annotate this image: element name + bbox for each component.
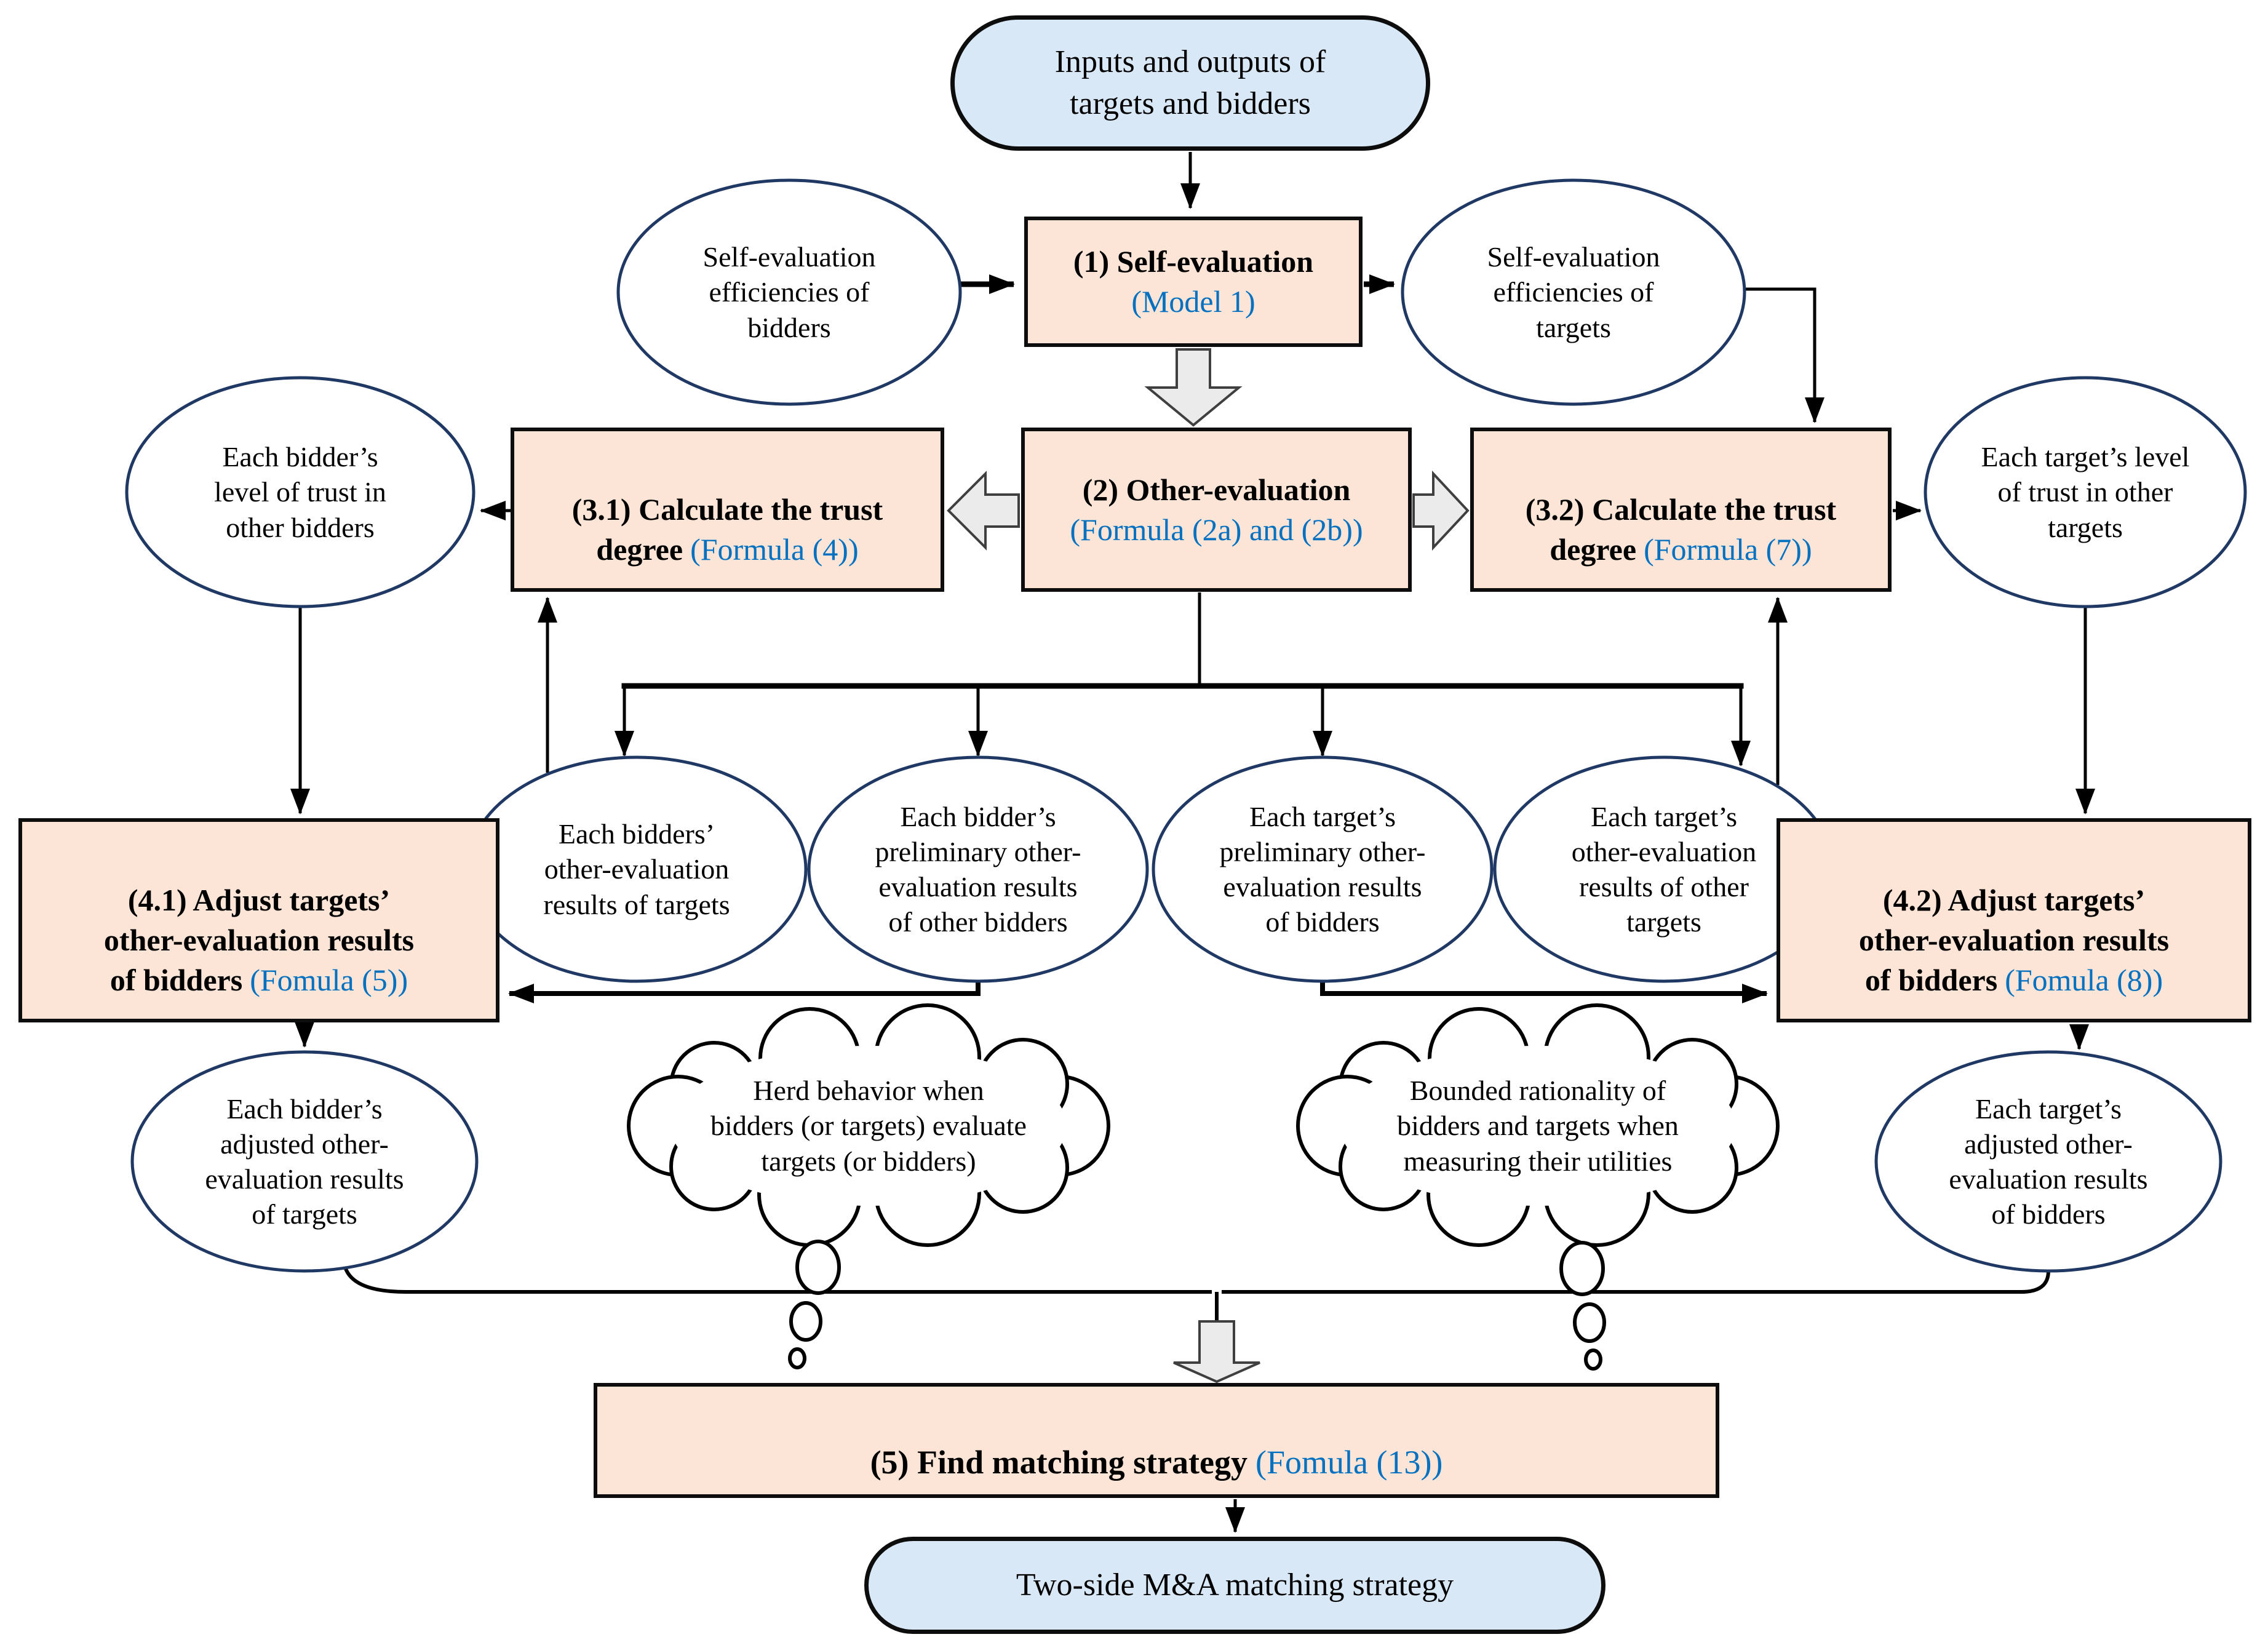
self-evaluation-box: (1) Self-evaluation(Model 1) xyxy=(1024,217,1363,347)
find-matching-strategy-box: (5) Find matching strategy(Fomula (13)) xyxy=(594,1383,1719,1498)
start-terminal-label: Inputs and outputs of targets and bidder… xyxy=(1054,44,1326,121)
bidder-preliminary-results-ellipse: Each bidder’s preliminary other- evaluat… xyxy=(875,800,1081,938)
self-evaluation-box-label: (1) Self-evaluation(Model 1) xyxy=(1073,244,1314,319)
block-arrow-left-icon xyxy=(947,471,1020,551)
ellipse-shapes xyxy=(125,178,2247,1273)
adjust-results-left-label: (4.1) Adjust targets’ other-evaluation r… xyxy=(103,883,415,997)
other-evaluation-box-label: (2) Other-evaluation(Formula (2a) and (2… xyxy=(1070,472,1363,547)
adjust-results-left-box: (4.1) Adjust targets’ other-evaluation r… xyxy=(18,818,499,1022)
start-terminal-inputs-outputs: Inputs and outputs of targets and bidder… xyxy=(950,15,1430,151)
find-matching-strategy-label: (5) Find matching strategy(Fomula (13)) xyxy=(870,1443,1443,1481)
block-arrows xyxy=(947,348,1470,1384)
block-arrow-right-icon xyxy=(1412,470,1470,551)
trust-degree-targets-label: (3.2) Calculate the trust degree(Formula… xyxy=(1525,492,1837,567)
target-adjusted-results-ellipse: Each target’s adjusted other- evaluation… xyxy=(1949,1093,2148,1230)
block-arrow-down-icon xyxy=(1144,348,1243,427)
target-other-eval-results-ellipse: Each target’s other-evaluation results o… xyxy=(1571,800,1757,938)
bounded-rationality-cloud-shape xyxy=(1296,1003,1780,1371)
herd-behavior-cloud-shape xyxy=(627,1003,1110,1369)
bidder-trust-ellipse: Each bidder’s level of trust in other bi… xyxy=(214,441,386,543)
adjust-results-right-label: (4.2) Adjust targets’ other-evaluation r… xyxy=(1858,883,2170,997)
block-arrow-down2-icon xyxy=(1173,1320,1260,1384)
self-eval-bidders-ellipse: Self-evaluation efficiencies of bidders xyxy=(702,241,876,343)
adjust-results-right-box: (4.2) Adjust targets’ other-evaluation r… xyxy=(1777,818,2251,1022)
self-eval-targets-ellipse: Self-evaluation efficiencies of targets xyxy=(1487,241,1660,343)
trust-degree-targets-box: (3.2) Calculate the trust degree(Formula… xyxy=(1470,428,1892,592)
connectors xyxy=(290,152,2095,1533)
end-terminal-matching-strategy: Two-side M&A matching strategy xyxy=(864,1537,1606,1634)
herd-behavior-cloud: Herd behavior when bidders (or targets) … xyxy=(710,1075,1027,1177)
end-terminal-label: Two-side M&A matching strategy xyxy=(1016,1567,1454,1603)
bidders-other-eval-results-ellipse: Each bidders’ other-evaluation results o… xyxy=(543,818,730,920)
target-preliminary-results-ellipse: Each target’s preliminary other- evaluat… xyxy=(1219,800,1426,938)
trust-degree-bidders-label: (3.1) Calculate the trust degree(Formula… xyxy=(571,492,883,567)
other-evaluation-box: (2) Other-evaluation(Formula (2a) and (2… xyxy=(1021,428,1412,592)
bounded-rationality-cloud: Bounded rationality of bidders and targe… xyxy=(1397,1075,1679,1177)
bidder-adjusted-results-ellipse: Each bidder’s adjusted other- evaluation… xyxy=(205,1093,404,1230)
target-trust-ellipse: Each target’s level of trust in other ta… xyxy=(1981,441,2190,543)
trust-degree-bidders-box: (3.1) Calculate the trust degree(Formula… xyxy=(511,428,944,592)
